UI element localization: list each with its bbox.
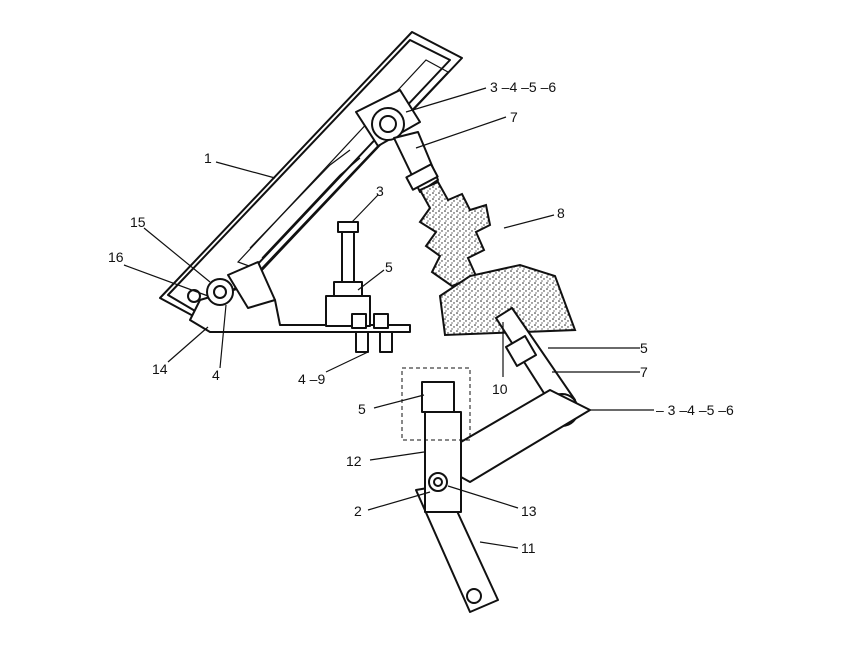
rubber-boot: [418, 180, 577, 337]
callout-5-right: 5: [640, 340, 648, 356]
callout-15: 15: [130, 214, 146, 230]
callout-7-bottom: 7: [640, 364, 648, 380]
upper-ball-joint: [355, 89, 439, 193]
callout-10: 10: [492, 381, 508, 397]
callout-12: 12: [346, 453, 362, 469]
stop-screw: [325, 221, 371, 327]
callout-16: 16: [108, 249, 124, 265]
callout-8: 8: [557, 205, 565, 221]
bracket-bolts: [351, 313, 393, 353]
callout-14: 14: [152, 361, 168, 377]
leader-lines: [123, 87, 654, 549]
pedal-hinge-bracket: [187, 261, 411, 333]
callout-3-4-5-6-top: 3 –4 –5 –6: [490, 79, 556, 95]
callout-5-lower: 5: [358, 401, 366, 417]
callout-1: 1: [204, 150, 212, 166]
callout-3: 3: [376, 183, 384, 199]
callout-4-9: 4 –9: [298, 371, 325, 387]
lever-arm: [401, 367, 591, 613]
callout-7-top: 7: [510, 109, 518, 125]
callout-4: 4: [212, 367, 220, 383]
callout-11: 11: [521, 540, 536, 556]
callout-5-stud: 5: [385, 259, 393, 275]
callout-3-4-5-6-bottom: – 3 –4 –5 –6: [656, 402, 734, 418]
callout-2: 2: [354, 503, 362, 519]
callout-labels: 1 15 16 14 4 3 5 4 –9 3 –4 –5 –6 7 8 5 7…: [108, 79, 734, 556]
callout-13: 13: [521, 503, 537, 519]
